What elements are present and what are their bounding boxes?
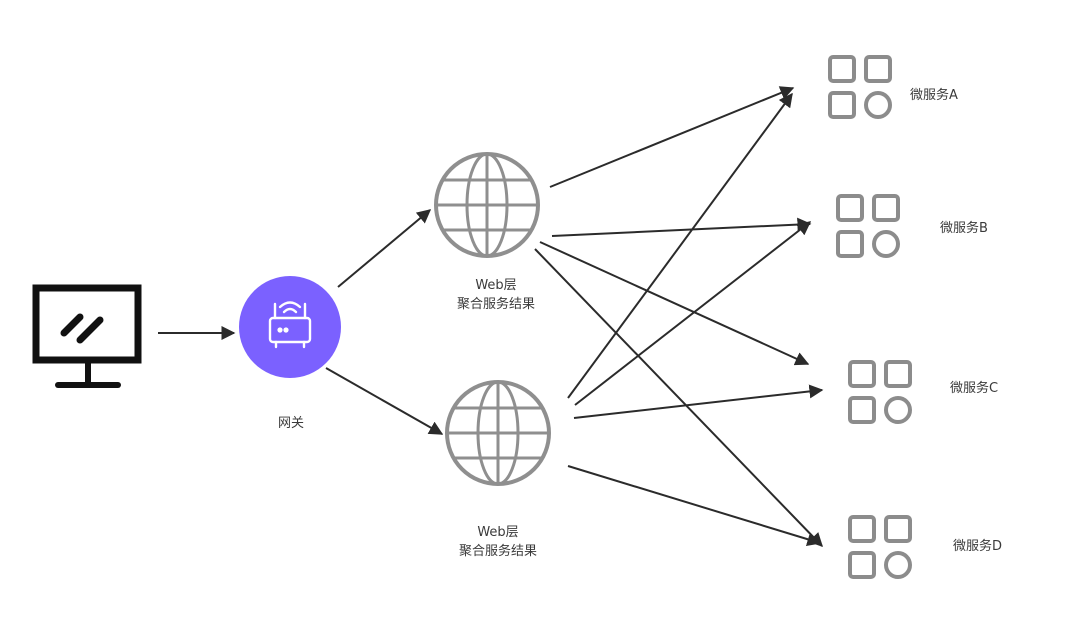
arrow-web1-to-service-c [539, 241, 810, 366]
connectors [158, 86, 824, 548]
globe-icon [434, 152, 540, 258]
gateway-label: 网关 [278, 416, 304, 431]
web-layer-2: Web层 聚合服务结果 [445, 380, 551, 559]
router-icon [268, 301, 312, 349]
service-b: 微服务B [836, 194, 988, 258]
apps-grid-icon [848, 515, 912, 579]
gateway-circle [239, 276, 341, 378]
monitor-icon [32, 284, 142, 388]
web-layer-2-subtitle: 聚合服务结果 [459, 543, 537, 559]
web-layer-2-title: Web层 [477, 525, 518, 540]
service-d-label: 微服务D [953, 538, 1002, 554]
apps-grid-icon [828, 55, 892, 119]
arrow-web2-to-service-b [574, 221, 812, 406]
web-layer-1: Web层 聚合服务结果 [434, 152, 540, 312]
arrow-web1-to-service-a [549, 86, 795, 188]
service-d: 微服务D [848, 515, 1002, 579]
web-layer-1-subtitle: 聚合服务结果 [457, 296, 535, 312]
service-c-label: 微服务C [950, 380, 998, 396]
service-b-label: 微服务B [940, 220, 988, 236]
client-monitor [32, 284, 142, 388]
arrow-gateway-to-web-1 [337, 209, 432, 288]
arrow-web1-to-service-d [534, 248, 823, 548]
apps-grid-icon [848, 360, 912, 424]
globe-icon [445, 380, 551, 486]
apps-grid-icon [836, 194, 900, 258]
arrow-web2-to-service-d [567, 465, 822, 547]
service-c: 微服务C [848, 360, 998, 424]
gateway-node: 网关 [239, 276, 341, 431]
arrow-web2-to-service-c [573, 384, 824, 419]
arrow-gateway-to-web-2 [325, 367, 444, 435]
service-a: 微服务A [828, 55, 958, 119]
service-a-label: 微服务A [910, 87, 958, 103]
arrow-web2-to-service-a [567, 92, 793, 399]
arrow-web1-to-service-b [551, 217, 812, 237]
web-layer-1-title: Web层 [475, 278, 516, 293]
